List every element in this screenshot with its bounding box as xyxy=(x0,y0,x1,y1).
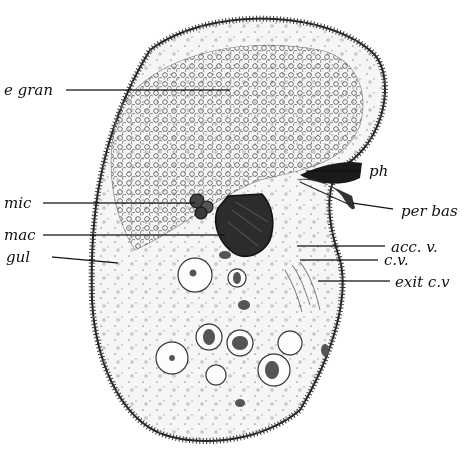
label-c-v: c.v. xyxy=(384,251,409,269)
label-mic: mic xyxy=(4,194,32,212)
label-ph: ph xyxy=(369,162,388,180)
label-per-bas: per bas xyxy=(401,202,458,220)
label-gul: gul xyxy=(6,248,30,266)
label-exit-c-v: exit c.v xyxy=(395,273,450,291)
label-mac: mac xyxy=(4,226,36,244)
label-e-gran: e gran xyxy=(4,81,53,99)
